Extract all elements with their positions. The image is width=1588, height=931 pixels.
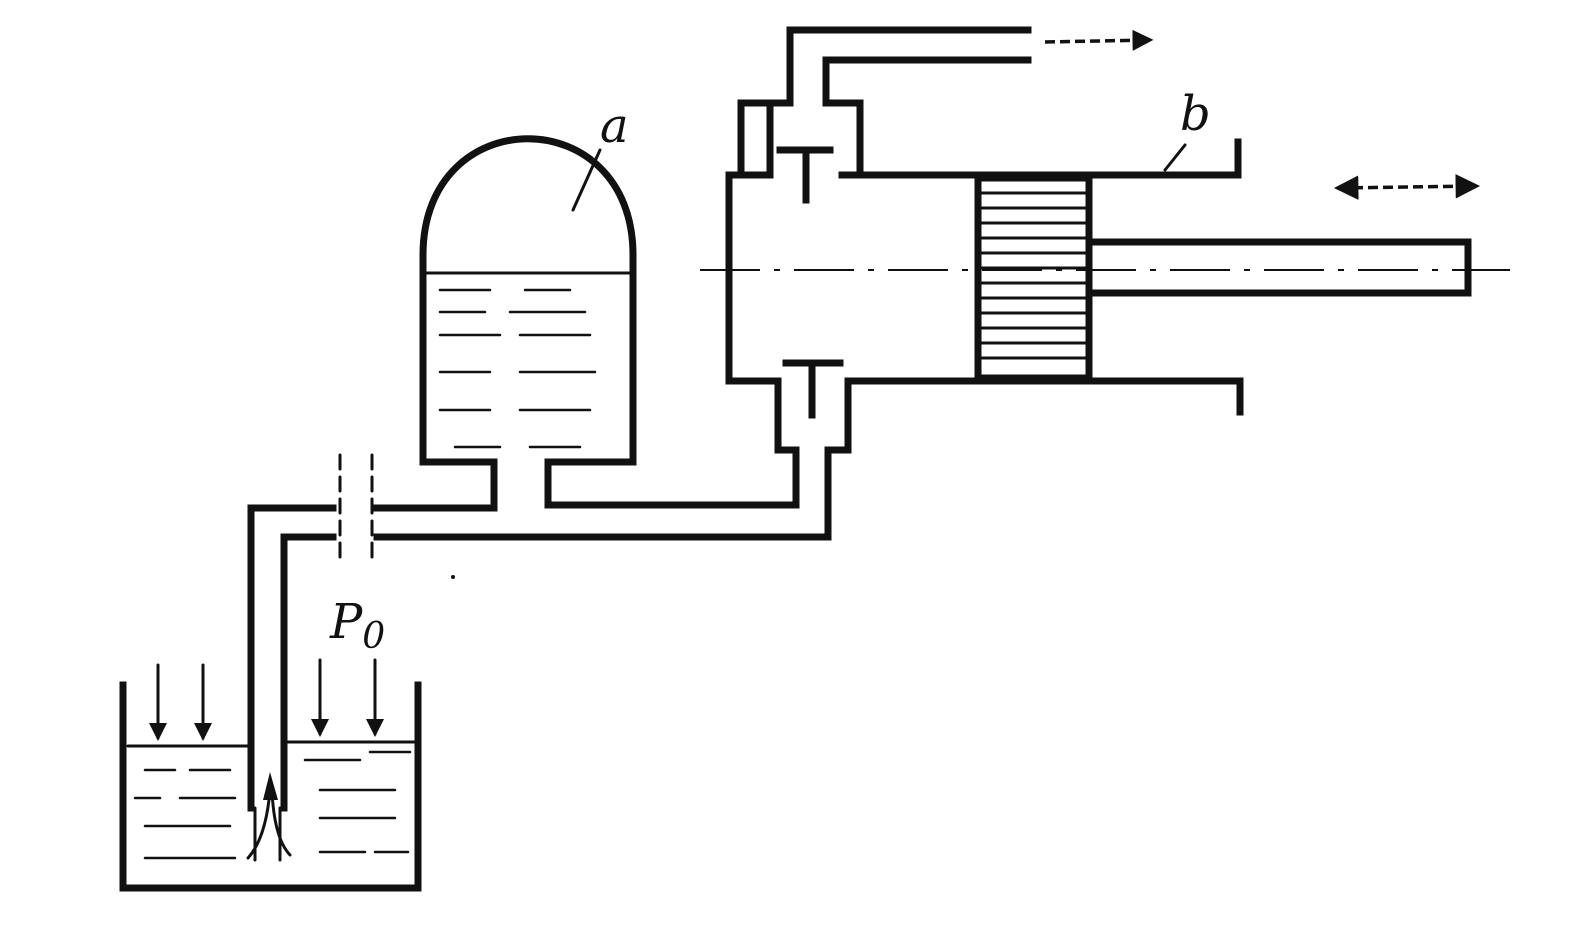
cylinder [971, 138, 1244, 416]
label-cylinder: b [1180, 86, 1211, 142]
piston-motion-arrow [1333, 174, 1481, 200]
reservoir-liquid-dashes [133, 750, 412, 860]
piston [974, 174, 1093, 382]
suction-pipe [247, 446, 832, 862]
inflow-stream [246, 772, 292, 860]
atmospheric-pressure-arrows [149, 658, 384, 741]
label-pressure-main: P [329, 594, 363, 650]
label-vessel: a [600, 98, 629, 154]
label-pressure-sub: 0 [362, 616, 385, 657]
discharge-valve [776, 146, 834, 204]
pressure-tap [338, 453, 374, 562]
label-pressure: P0 [329, 594, 385, 657]
discharge-flow-arrow [1044, 29, 1154, 51]
valve-chamber [725, 171, 979, 454]
air-vessel [419, 135, 637, 466]
piston-rod [1085, 238, 1472, 297]
suction-valve [782, 359, 844, 419]
vessel-liquid-dashes [438, 288, 597, 449]
discharge-pipe [737, 26, 1032, 179]
reservoir-tank [119, 681, 422, 892]
dot-mark [451, 575, 455, 579]
